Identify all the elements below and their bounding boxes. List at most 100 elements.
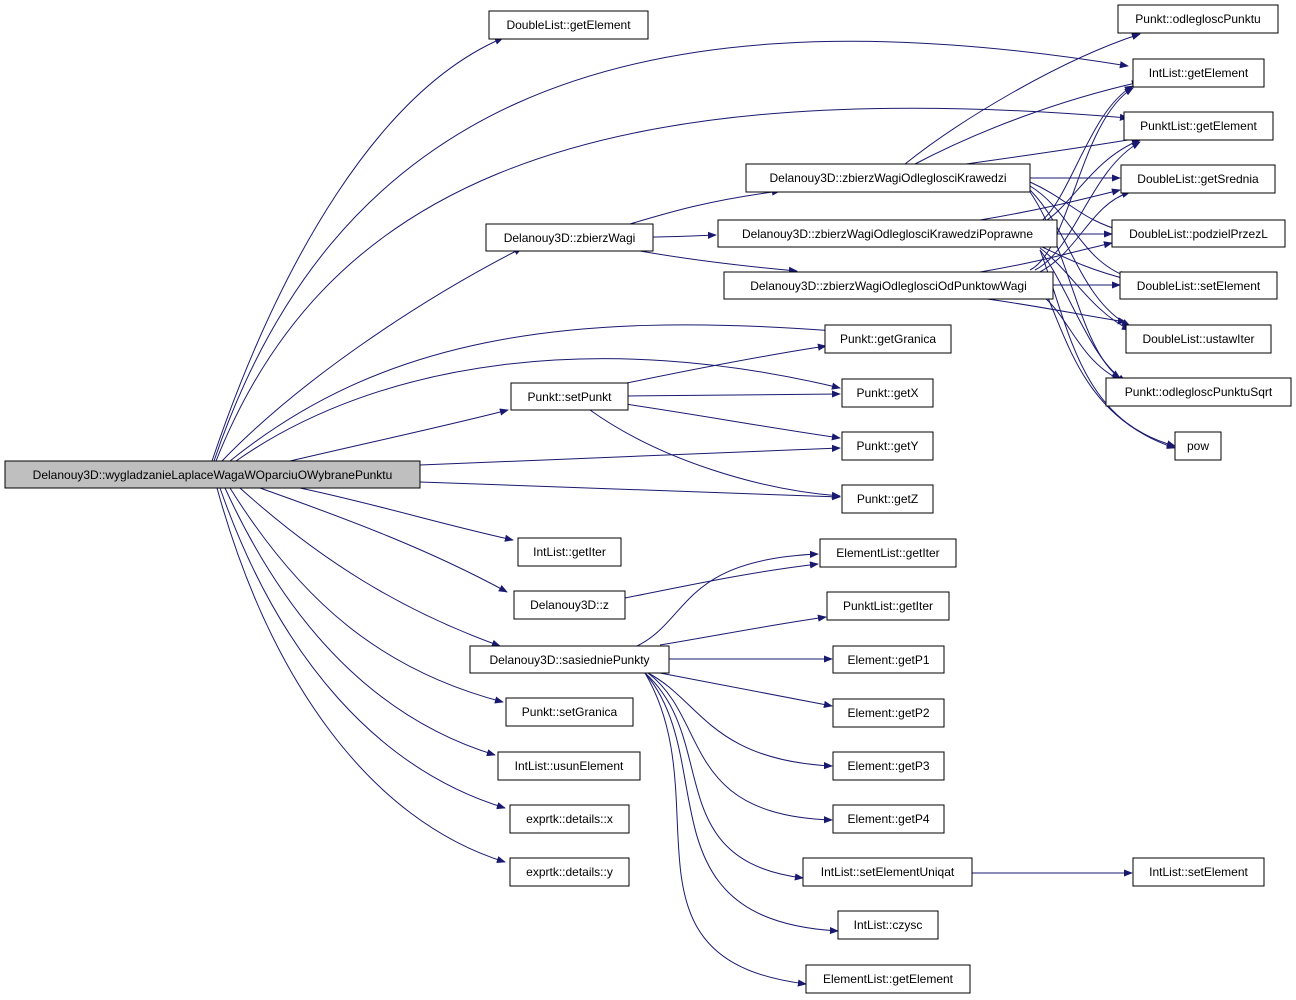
node-setGranica[interactable]: Punkt::setGranica <box>505 697 634 727</box>
node-pl-getIter[interactable]: PunktList::getIter <box>826 591 950 621</box>
node-ustawIter[interactable]: DoubleList::ustawIter <box>1125 324 1272 354</box>
node-pl-getIter-label: PunktList::getIter <box>843 599 933 613</box>
edge-zbierzWagi-zwokp <box>652 231 717 239</box>
node-getY-label: Punkt::getY <box>856 439 918 453</box>
node-el-getElement[interactable]: ElementList::getElement <box>805 964 971 994</box>
node-getZ[interactable]: Punkt::getZ <box>841 484 934 514</box>
edge-sasiedniePunkty-el-getIter <box>636 550 819 647</box>
node-sasiedniePunkty[interactable]: Delanouy3D::sasiedniePunkty <box>469 645 670 674</box>
edge-root-dl-getElement <box>211 37 504 462</box>
node-ustawIter-label: DoubleList::ustawIter <box>1142 332 1254 346</box>
node-il-getElement-label: IntList::getElement <box>1149 66 1249 80</box>
node-getGranica-label: Punkt::getGranica <box>840 332 936 346</box>
edge-zwok-pl-getElement <box>965 135 1141 165</box>
node-getP2[interactable]: Element::getP2 <box>832 698 945 728</box>
node-zwopw-label: Delanouy3D::zbierzWagiOdleglosciOdPunkto… <box>750 279 1027 293</box>
node-getY[interactable]: Punkt::getY <box>841 431 934 461</box>
edge-root-setPunkt <box>289 408 509 462</box>
node-detailsX-label: exprtk::details::x <box>526 812 613 826</box>
edge-root-zbierzWagi <box>221 247 523 462</box>
node-podzielPrzezL[interactable]: DoubleList::podzielPrzezL <box>1111 219 1286 248</box>
edge-root-sasiedniePunkty <box>239 487 501 647</box>
node-getP4[interactable]: Element::getP4 <box>832 804 945 834</box>
node-detailsY-label: exprtk::details::y <box>526 865 613 879</box>
node-zwokp[interactable]: Delanouy3D::zbierzWagiOdleglosciKrawedzi… <box>717 219 1058 248</box>
node-getSrednia[interactable]: DoubleList::getSrednia <box>1120 164 1276 194</box>
node-getGranica[interactable]: Punkt::getGranica <box>824 324 952 354</box>
edge-root-setGranica <box>229 487 504 704</box>
node-setPunkt[interactable]: Punkt::setPunkt <box>510 382 629 411</box>
node-zbierzWagi[interactable]: Delanouy3D::zbierzWagi <box>485 223 654 252</box>
node-pl-getElement[interactable]: PunktList::getElement <box>1123 111 1274 141</box>
node-odlegloscPunktuSqrt[interactable]: Punkt::odlegloscPunktuSqrt <box>1105 377 1292 407</box>
node-dl-getElement[interactable]: DoubleList::getElement <box>488 10 649 40</box>
node-pl-getElement-label: PunktList::getElement <box>1140 119 1257 133</box>
node-zwopw[interactable]: Delanouy3D::zbierzWagiOdleglosciOdPunkto… <box>723 271 1054 300</box>
edge-sasiedniePunkty-getP3 <box>647 672 833 770</box>
node-root-label: Delanouy3D::wygladzanieLaplaceWagaWOparc… <box>33 468 393 482</box>
edge-zwok-ustawIter <box>1029 189 1131 327</box>
node-setGranica-label: Punkt::setGranica <box>522 705 618 719</box>
node-detailsX[interactable]: exprtk::details::x <box>509 804 630 834</box>
edge-zwopw-podzielPrzezL <box>979 241 1113 273</box>
node-getSrednia-label: DoubleList::getSrednia <box>1137 172 1259 186</box>
node-sasiedniePunkty-label: Delanouy3D::sasiedniePunkty <box>489 653 649 667</box>
edge-d3z-el-getIter <box>624 561 819 599</box>
edge-zwokp-pl-getElement <box>1039 139 1141 225</box>
node-il-setElement[interactable]: IntList::setElement <box>1132 857 1265 887</box>
node-il-getIter[interactable]: IntList::getIter <box>517 537 622 567</box>
node-root[interactable]: Delanouy3D::wygladzanieLaplaceWagaWOparc… <box>4 460 421 489</box>
node-getP3-label: Element::getP3 <box>847 759 929 773</box>
node-zwok[interactable]: Delanouy3D::zbierzWagiOdleglosciKrawedzi <box>745 163 1031 193</box>
edge-root-getX <box>235 358 841 462</box>
edge-sasiedniePunkty-getP2 <box>659 672 833 709</box>
node-el-getElement-label: ElementList::getElement <box>823 972 954 986</box>
node-getP1-label: Element::getP1 <box>847 653 929 667</box>
edge-zwopw-getSrednia <box>1039 191 1131 273</box>
node-il-setElement-label: IntList::setElement <box>1149 865 1248 879</box>
node-el-getIter-label: ElementList::getIter <box>836 546 939 560</box>
edge-sasiedniePunkty-pl-getIter <box>659 614 827 646</box>
edge-sasiedniePunkty-setElementUniqat <box>644 672 804 881</box>
edge-root-detailsX <box>219 487 506 810</box>
node-getZ-label: Punkt::getZ <box>857 492 918 506</box>
edge-zwok-odlegloscPunktu <box>904 33 1141 165</box>
node-getP1[interactable]: Element::getP1 <box>832 645 945 674</box>
node-setElementUniqat[interactable]: IntList::setElementUniqat <box>802 857 973 887</box>
node-dl-setElement[interactable]: DoubleList::setElement <box>1119 271 1278 300</box>
edge-sasiedniePunkty-el-getElement <box>644 672 807 987</box>
node-getP3[interactable]: Element::getP3 <box>832 751 945 781</box>
node-il-getElement[interactable]: IntList::getElement <box>1132 58 1265 88</box>
edge-zwopw-pl-getElement <box>1034 141 1141 271</box>
edge-zwopw-il-getElement <box>1029 87 1134 271</box>
node-getX[interactable]: Punkt::getX <box>841 378 934 408</box>
node-czysc[interactable]: IntList::czysc <box>837 910 939 940</box>
node-usunElement[interactable]: IntList::usunElement <box>497 751 641 781</box>
edge-zwopw-ustawIter <box>979 297 1127 325</box>
node-d3z[interactable]: Delanouy3D::z <box>513 590 626 620</box>
edge-zbierzWagi-zwopw <box>639 250 798 274</box>
edge-setPunkt-getY <box>624 403 841 441</box>
node-detailsY[interactable]: exprtk::details::y <box>509 857 630 887</box>
edge-zwokp-ustawIter <box>1039 247 1131 331</box>
edge-setPunkt-getX <box>627 390 841 398</box>
edge-sasiedniePunkty-getP4 <box>647 672 833 824</box>
edge-setPunkt-getZ <box>589 409 841 499</box>
node-odlegloscPunktu[interactable]: Punkt::odlegloscPunktu <box>1117 4 1279 34</box>
node-dl-setElement-label: DoubleList::setElement <box>1137 279 1261 293</box>
edge-sasiedniePunkty-czysc <box>644 672 839 935</box>
node-podzielPrzezL-label: DoubleList::podzielPrzezL <box>1129 227 1268 241</box>
node-pow[interactable]: pow <box>1174 431 1222 461</box>
node-dl-getElement-label: DoubleList::getElement <box>506 18 631 32</box>
edge-root-getY <box>419 444 841 466</box>
edge-zwokp-il-getElement <box>1039 85 1134 223</box>
node-getP4-label: Element::getP4 <box>847 812 929 826</box>
node-pow-label: pow <box>1187 439 1209 453</box>
edge-zbierzWagi-zwok <box>629 188 781 225</box>
node-getX-label: Punkt::getX <box>856 386 918 400</box>
node-el-getIter[interactable]: ElementList::getIter <box>819 538 957 568</box>
edge-setPunkt-getGranica <box>621 343 827 385</box>
edge-root-detailsY <box>216 487 506 864</box>
node-getP2-label: Element::getP2 <box>847 706 929 720</box>
node-odlegloscPunktuSqrt-label: Punkt::odlegloscPunktuSqrt <box>1125 385 1273 399</box>
